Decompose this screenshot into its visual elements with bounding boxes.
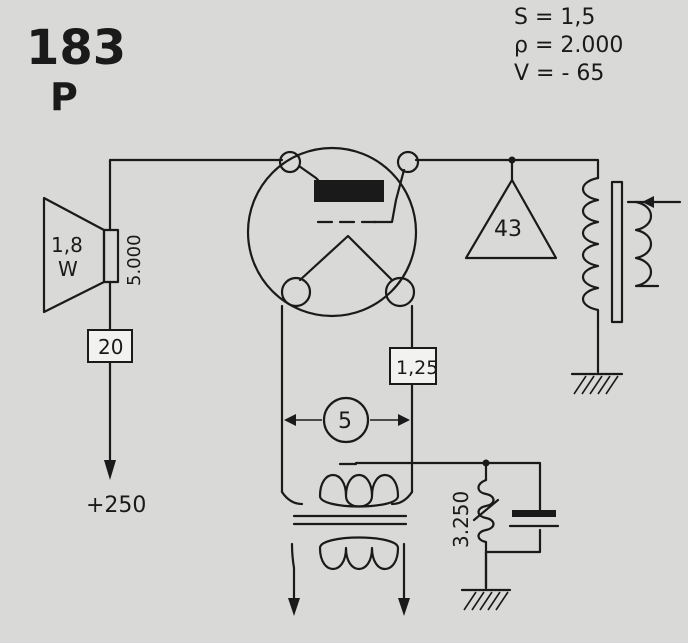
heater-current-circle	[322, 396, 370, 444]
cathode-junction	[482, 459, 490, 467]
heater-current-label: 5	[338, 409, 352, 434]
heater-arrow-right	[398, 414, 410, 426]
anode-resistor-label: 20	[98, 335, 123, 359]
triangle-block: 43	[464, 158, 558, 260]
anode-plate	[314, 180, 384, 202]
speaker-power: 1,8	[51, 233, 83, 257]
filament-resistor-label: 1,25	[396, 357, 438, 379]
supply-arrow	[104, 460, 116, 480]
transformer-ground	[570, 372, 624, 395]
triangle-label: 43	[494, 217, 522, 242]
speaker-impedance: 5.000	[124, 234, 145, 286]
anode-lead	[297, 164, 320, 182]
output-arrow-left	[288, 598, 300, 616]
param-rho: ρ = 2.000	[514, 33, 623, 58]
cathode-resistor-label: 3.250	[449, 491, 473, 548]
heater-arrow-left	[284, 414, 296, 426]
capacitor-plate	[512, 510, 556, 517]
filament-resistor-box	[389, 347, 437, 385]
param-v: V = - 65	[514, 61, 604, 86]
cathode-ground	[460, 588, 512, 611]
param-s: S = 1,5	[514, 5, 595, 30]
output-arrow-right	[398, 598, 410, 616]
cathode-resistor-coil	[477, 478, 495, 554]
cathode-resistor-arrow	[472, 498, 500, 522]
vacuum-tube	[246, 146, 420, 318]
speaker: 1,8 W 5.000	[42, 196, 145, 314]
anode-wire-left	[108, 158, 284, 232]
supply-label: +250	[86, 493, 146, 518]
heater-transformer	[280, 461, 488, 616]
grid-lead	[372, 168, 406, 224]
speaker-unit: W	[58, 257, 78, 281]
anode-wire-right	[414, 158, 600, 180]
output-arrow	[642, 196, 654, 208]
filament	[298, 234, 394, 282]
cathode-wire	[484, 461, 542, 590]
anode-resistor-box	[87, 329, 133, 363]
tube-number: 183	[26, 20, 126, 76]
tube-suffix: P	[50, 75, 78, 119]
output-transformer	[581, 176, 682, 374]
